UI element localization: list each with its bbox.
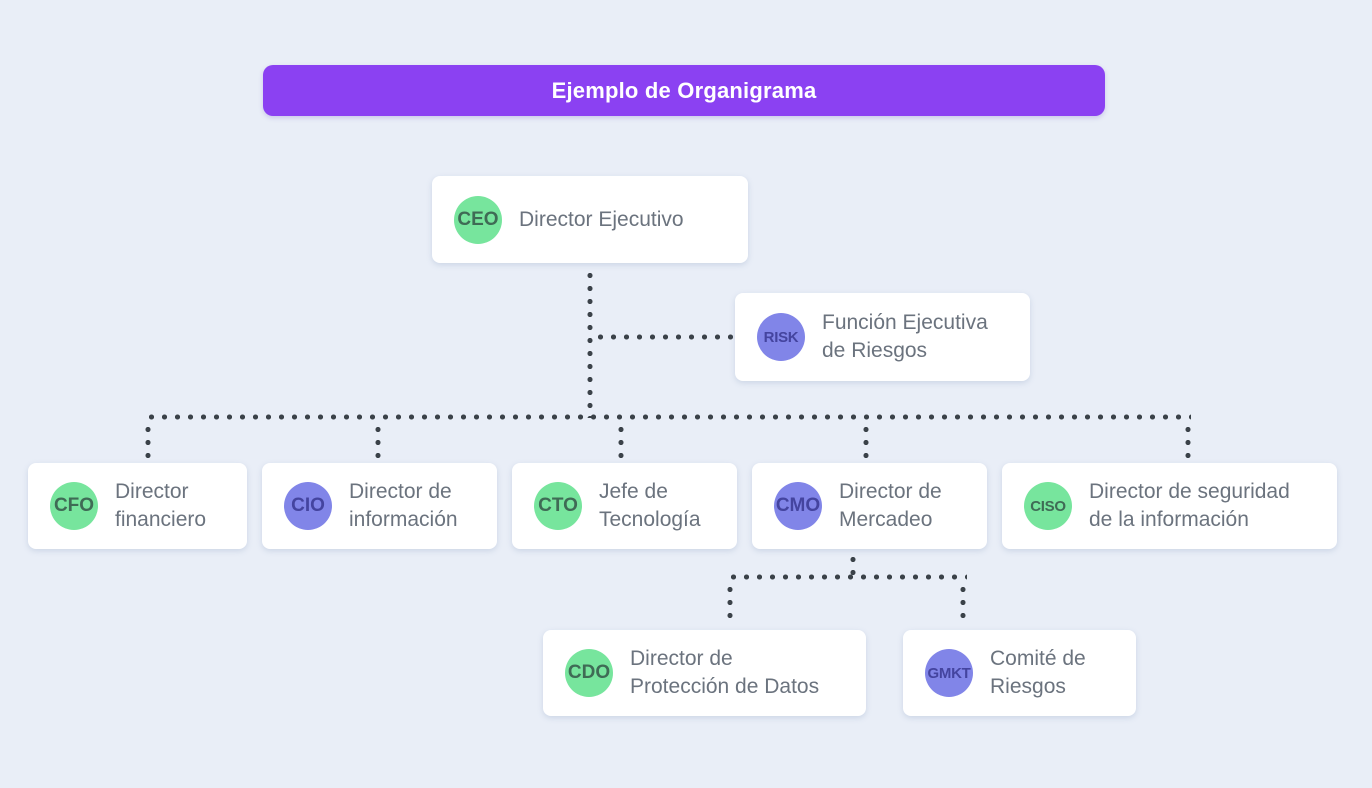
connector-ceo-down	[587, 269, 593, 418]
connector-drop-cfo	[145, 423, 151, 459]
org-node-cio: CIO Director de información	[262, 463, 497, 549]
ciso-label-line2: de la información	[1089, 508, 1249, 531]
cmo-badge: CMO	[774, 482, 822, 530]
cfo-badge: CFO	[50, 482, 98, 530]
cmo-label-line1: Director de	[839, 480, 942, 503]
cto-label-line1: Jefe de	[599, 480, 668, 503]
cio-label: Director de información	[349, 478, 458, 534]
gmkt-label-line1: Comité de	[990, 647, 1086, 670]
connector-drop-cio	[375, 423, 381, 459]
connector-ceo-risk	[594, 334, 734, 340]
cio-label-line1: Director de	[349, 480, 452, 503]
cdo-label-line2: Protección de Datos	[630, 675, 820, 698]
gmkt-label: Comité de Riesgos	[990, 645, 1086, 701]
gmkt-label-line2: Riesgos	[990, 675, 1066, 698]
cto-label-line2: Tecnología	[599, 508, 701, 531]
cdo-label: Director de Protección de Datos	[630, 645, 819, 701]
cmo-label: Director de Mercadeo	[839, 478, 942, 534]
connector-drop-ciso	[1185, 423, 1191, 459]
connector-sub-horizontal	[727, 574, 967, 580]
org-node-risk: RISK Función Ejecutiva de Riesgos	[735, 293, 1030, 381]
cfo-label-line2: financiero	[115, 508, 207, 531]
org-node-cmo: CMO Director de Mercadeo	[752, 463, 987, 549]
cto-label: Jefe de Tecnología	[599, 478, 701, 534]
org-node-cfo: CFO Director financiero	[28, 463, 247, 549]
risk-label-line1: Función Ejecutiva	[822, 311, 988, 334]
connector-drop-cdo	[727, 583, 733, 625]
connector-drop-gmkt	[960, 583, 966, 625]
ciso-badge: CISO	[1024, 482, 1072, 530]
ceo-badge: CEO	[454, 195, 502, 244]
ciso-label-line1: Director de seguridad	[1089, 480, 1290, 503]
cdo-badge: CDO	[565, 649, 613, 697]
connector-cmo-down	[850, 553, 856, 578]
ceo-label-line1: Director Ejecutivo	[519, 207, 684, 231]
cmo-label-line2: Mercadeo	[839, 508, 933, 531]
connector-drop-cmo	[863, 423, 869, 459]
org-node-cdo: CDO Director de Protección de Datos	[543, 630, 866, 716]
gmkt-badge: GMKT	[925, 649, 973, 697]
risk-badge: RISK	[757, 313, 805, 361]
cio-badge: CIO	[284, 482, 332, 530]
org-node-gmkt: GMKT Comité de Riesgos	[903, 630, 1136, 716]
connector-drop-cto	[618, 423, 624, 459]
risk-label-line2: de Riesgos	[822, 339, 928, 362]
cfo-label: Director financiero	[115, 478, 206, 534]
org-node-ciso: CISO Director de seguridad de la informa…	[1002, 463, 1337, 549]
chart-title: Ejemplo de Organigrama	[551, 77, 817, 103]
cdo-label-line1: Director de	[630, 647, 733, 670]
cto-badge: CTO	[534, 482, 582, 530]
chart-title-banner: Ejemplo de Organigrama	[263, 65, 1105, 116]
ciso-label: Director de seguridad de la información	[1089, 478, 1290, 534]
risk-label: Función Ejecutiva de Riesgos	[822, 309, 988, 365]
connector-main-horizontal	[145, 414, 1191, 420]
cfo-label-line1: Director	[115, 480, 189, 503]
org-node-cto: CTO Jefe de Tecnología	[512, 463, 737, 549]
ceo-label: Director Ejecutivo	[519, 206, 684, 234]
cio-label-line2: información	[349, 508, 458, 531]
org-node-ceo: CEO Director Ejecutivo	[432, 176, 748, 263]
